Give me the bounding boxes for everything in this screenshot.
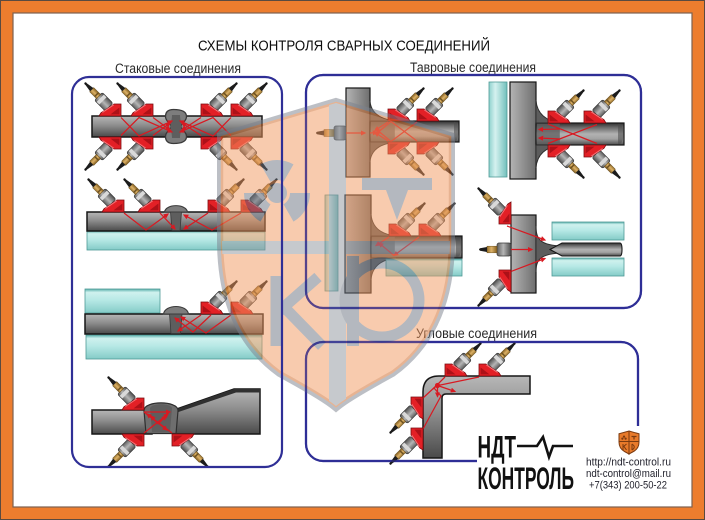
svg-text:Угловые соединения: Угловые соединения (416, 326, 537, 341)
svg-text:НДТ: НДТ (478, 429, 517, 465)
svg-text:ndt-control@mail.ru: ndt-control@mail.ru (586, 468, 671, 480)
svg-text:Стаковые соединения: Стаковые соединения (115, 61, 241, 76)
svg-text:Тавровые соединения: Тавровые соединения (410, 60, 536, 75)
svg-text:СХЕМЫ КОНТРОЛЯ СВАРНЫХ СОЕДИНЕ: СХЕМЫ КОНТРОЛЯ СВАРНЫХ СОЕДИНЕНИЙ (198, 37, 490, 55)
svg-text:КОНТРОЛЬ: КОНТРОЛЬ (478, 460, 575, 496)
svg-text:+7(343) 200-50-22: +7(343) 200-50-22 (589, 480, 667, 492)
svg-text:http://ndt-control.ru: http://ndt-control.ru (586, 457, 671, 469)
